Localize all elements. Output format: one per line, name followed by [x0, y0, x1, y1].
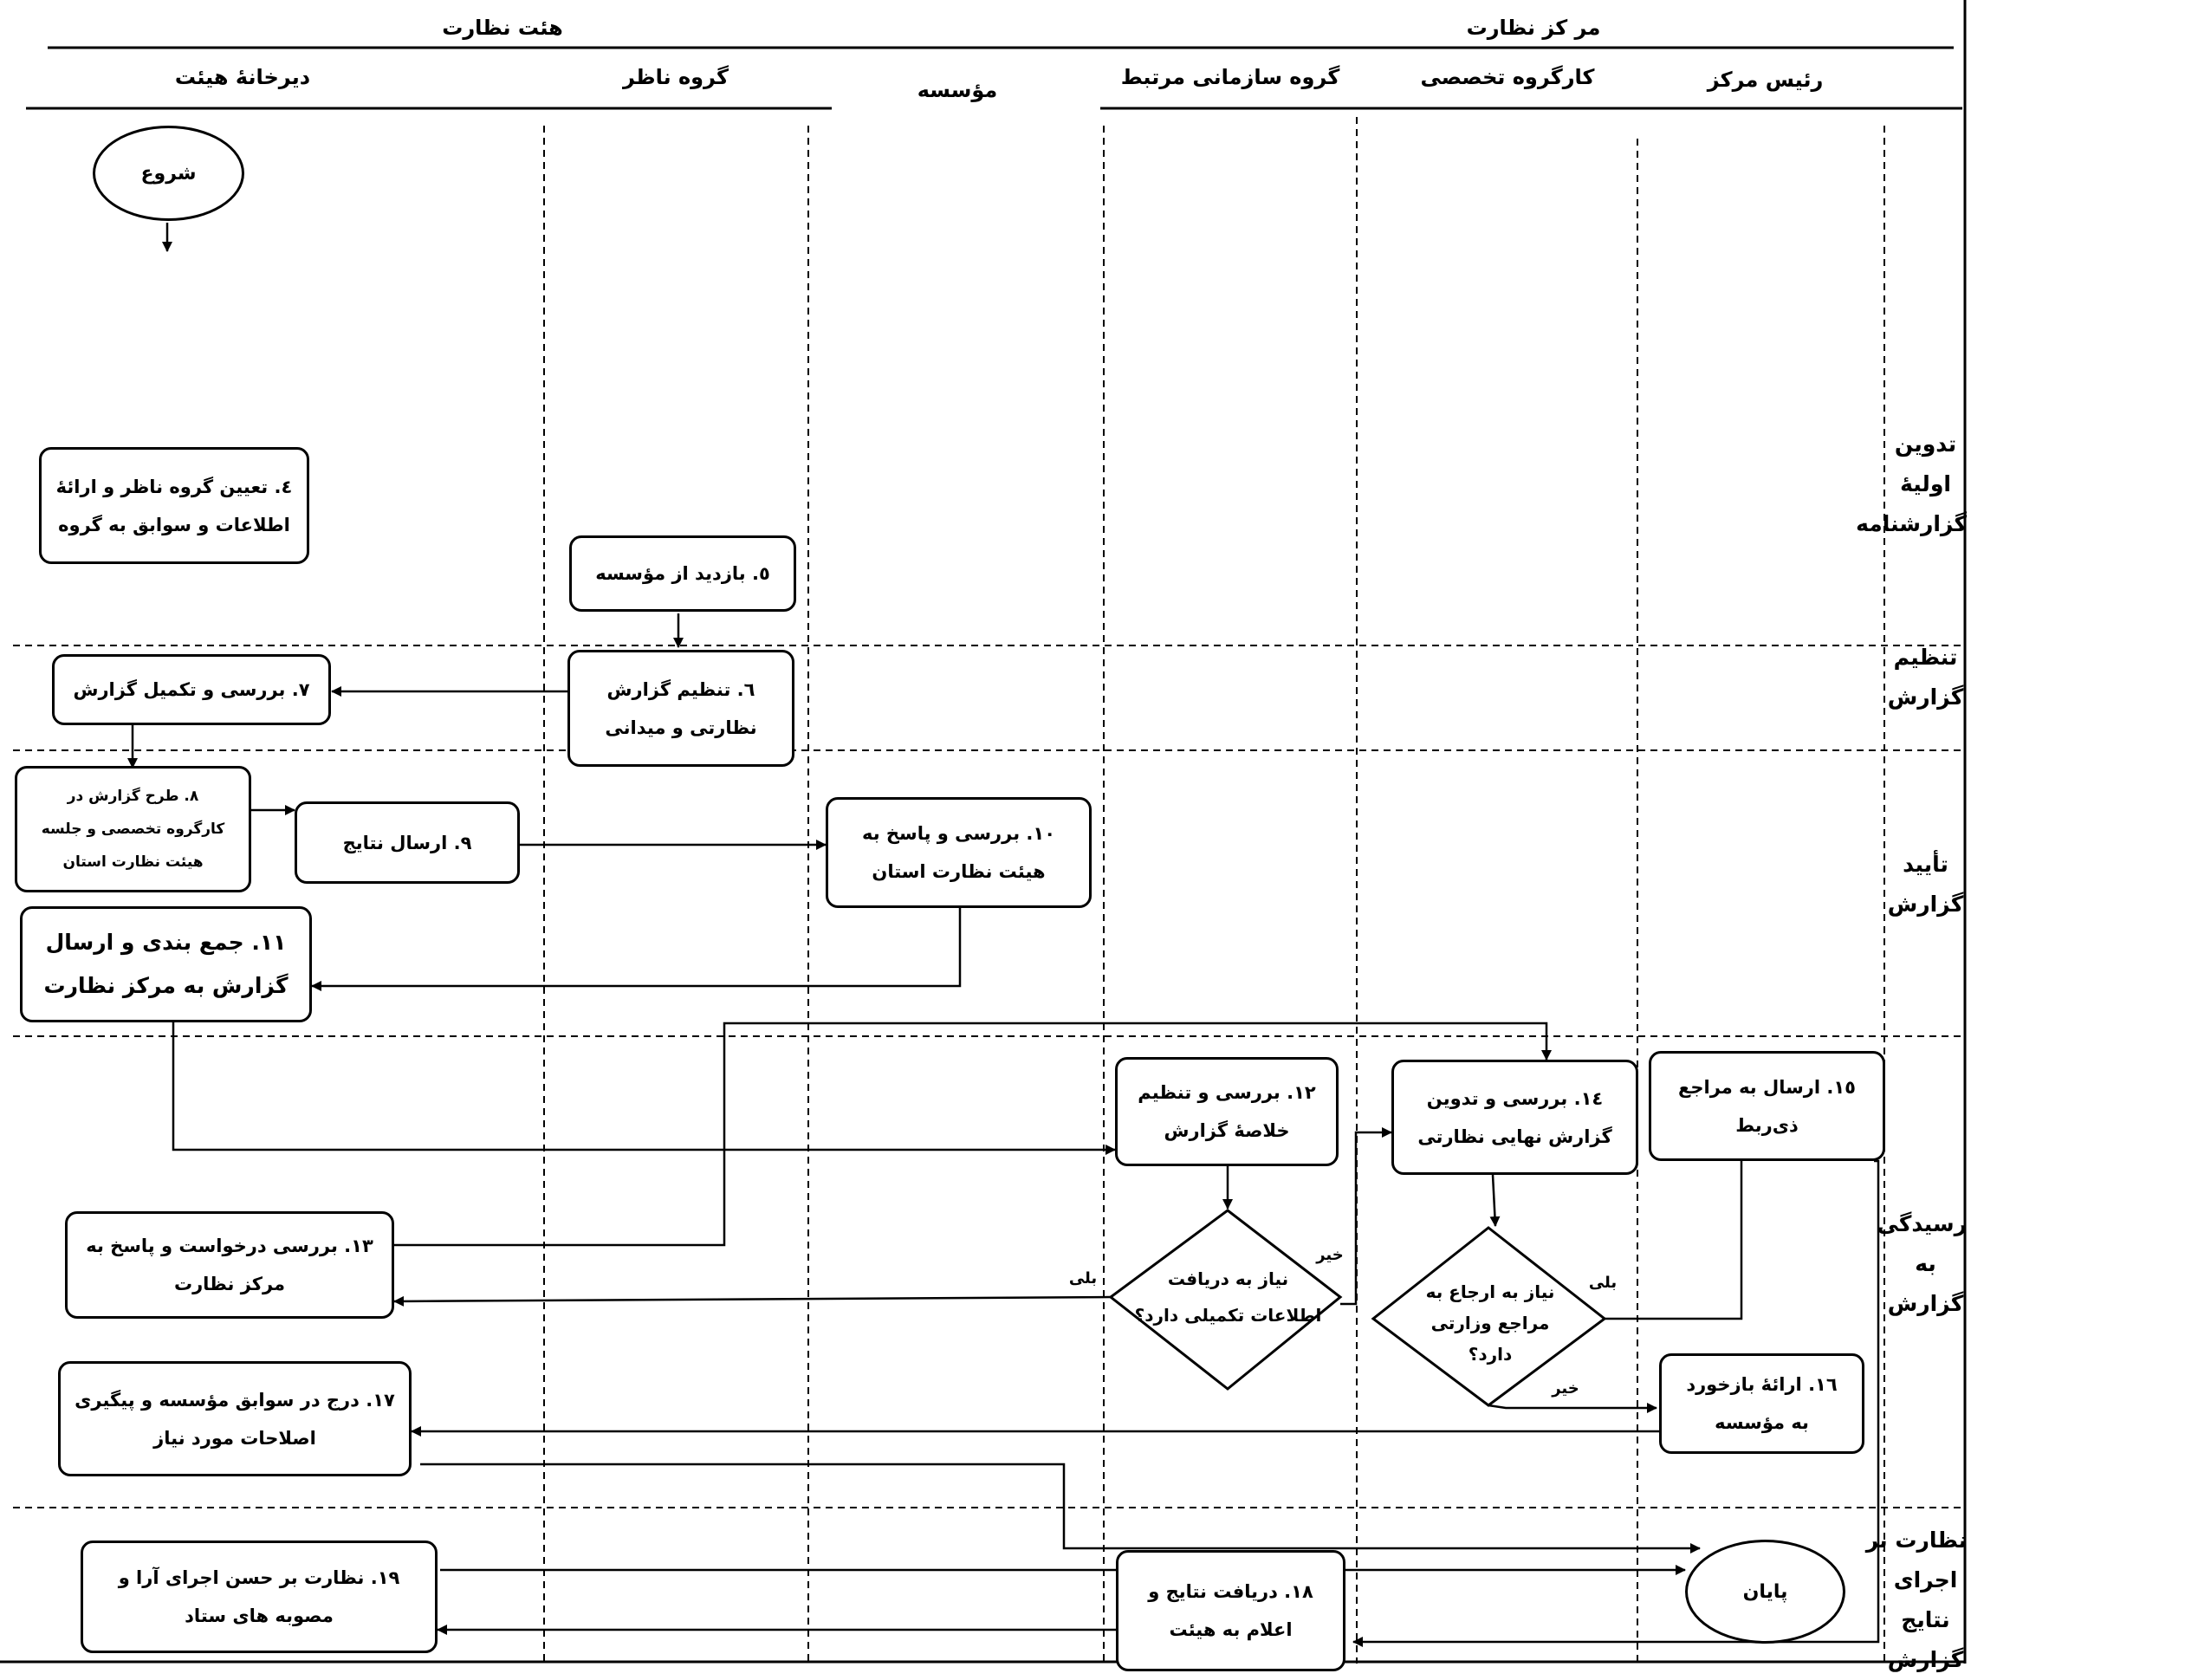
- header-group-center: مر کز نظارت: [1466, 16, 1601, 40]
- column-board-secretariat: دیرخانهٔ هیئت: [174, 65, 311, 89]
- step-7-box: ٧. بررسی و تکمیل گزارش: [52, 654, 331, 725]
- end-node: پایان: [1685, 1540, 1845, 1644]
- header-group-board: هئت نظارت: [442, 16, 563, 40]
- decision-diamond-1: [1108, 1209, 1343, 1391]
- step-9-box: ٩. ارسال نتایج: [295, 801, 520, 884]
- column-related-org-group: گروه سازمانی مرتبط: [1120, 65, 1340, 89]
- column-institute: مؤسسه: [917, 78, 998, 102]
- decision-1-no-label: خیر: [1316, 1246, 1344, 1264]
- step-4-box: ٤. تعیین گروه ناظر و ارائهٔاطلاعات و سوا…: [39, 447, 309, 564]
- decision-2-no-label: خیر: [1552, 1379, 1579, 1398]
- decision-2-yes-label: بلی: [1588, 1274, 1618, 1292]
- decision-1-yes-label: بلی: [1068, 1269, 1098, 1288]
- column-center-head: رئیس مرکز: [1707, 68, 1824, 92]
- column-supervisor-group: گروه ناظر: [623, 65, 729, 89]
- start-node: شروع: [93, 126, 244, 221]
- column-specialized-workgroup: کارگروه تخصصی: [1420, 65, 1595, 89]
- step-5-box: ٥. بازدید از مؤسسه: [569, 535, 796, 612]
